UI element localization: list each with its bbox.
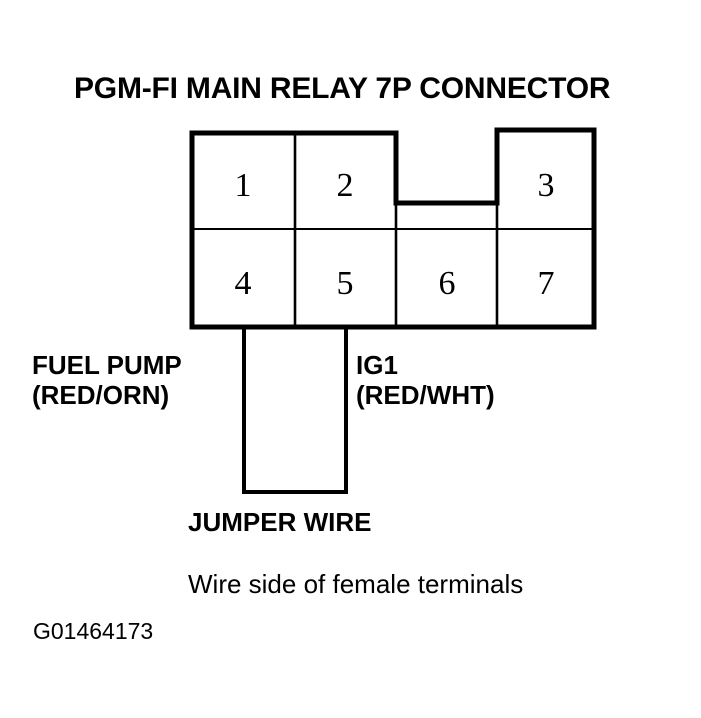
page-title: PGM-FI MAIN RELAY 7P CONNECTOR (74, 72, 611, 105)
pin-number-5: 5 (337, 265, 354, 302)
pin-number-3: 3 (538, 167, 555, 204)
pin-number-1: 1 (235, 167, 252, 204)
pin-number-7: 7 (538, 265, 555, 302)
diagram-caption: Wire side of female terminals (188, 569, 524, 599)
wire-label-fuel-pump-name: FUEL PUMP (32, 350, 182, 380)
jumper-wire-label: JUMPER WIRE (188, 507, 372, 537)
pin-number-6: 6 (439, 265, 456, 302)
wire-label-ig1: IG1 (RED/WHT) (356, 350, 495, 410)
pin-number-2: 2 (337, 167, 354, 204)
wire-label-ig1-color: (RED/WHT) (356, 380, 495, 410)
image-reference-code: G01464173 (33, 618, 154, 644)
wire-label-ig1-name: IG1 (356, 350, 398, 380)
pin-number-4: 4 (235, 265, 252, 302)
wire-label-fuel-pump: FUEL PUMP (RED/ORN) (32, 350, 182, 410)
wire-label-fuel-pump-color: (RED/ORN) (32, 380, 170, 410)
jumper-wire-shape (242, 328, 348, 494)
